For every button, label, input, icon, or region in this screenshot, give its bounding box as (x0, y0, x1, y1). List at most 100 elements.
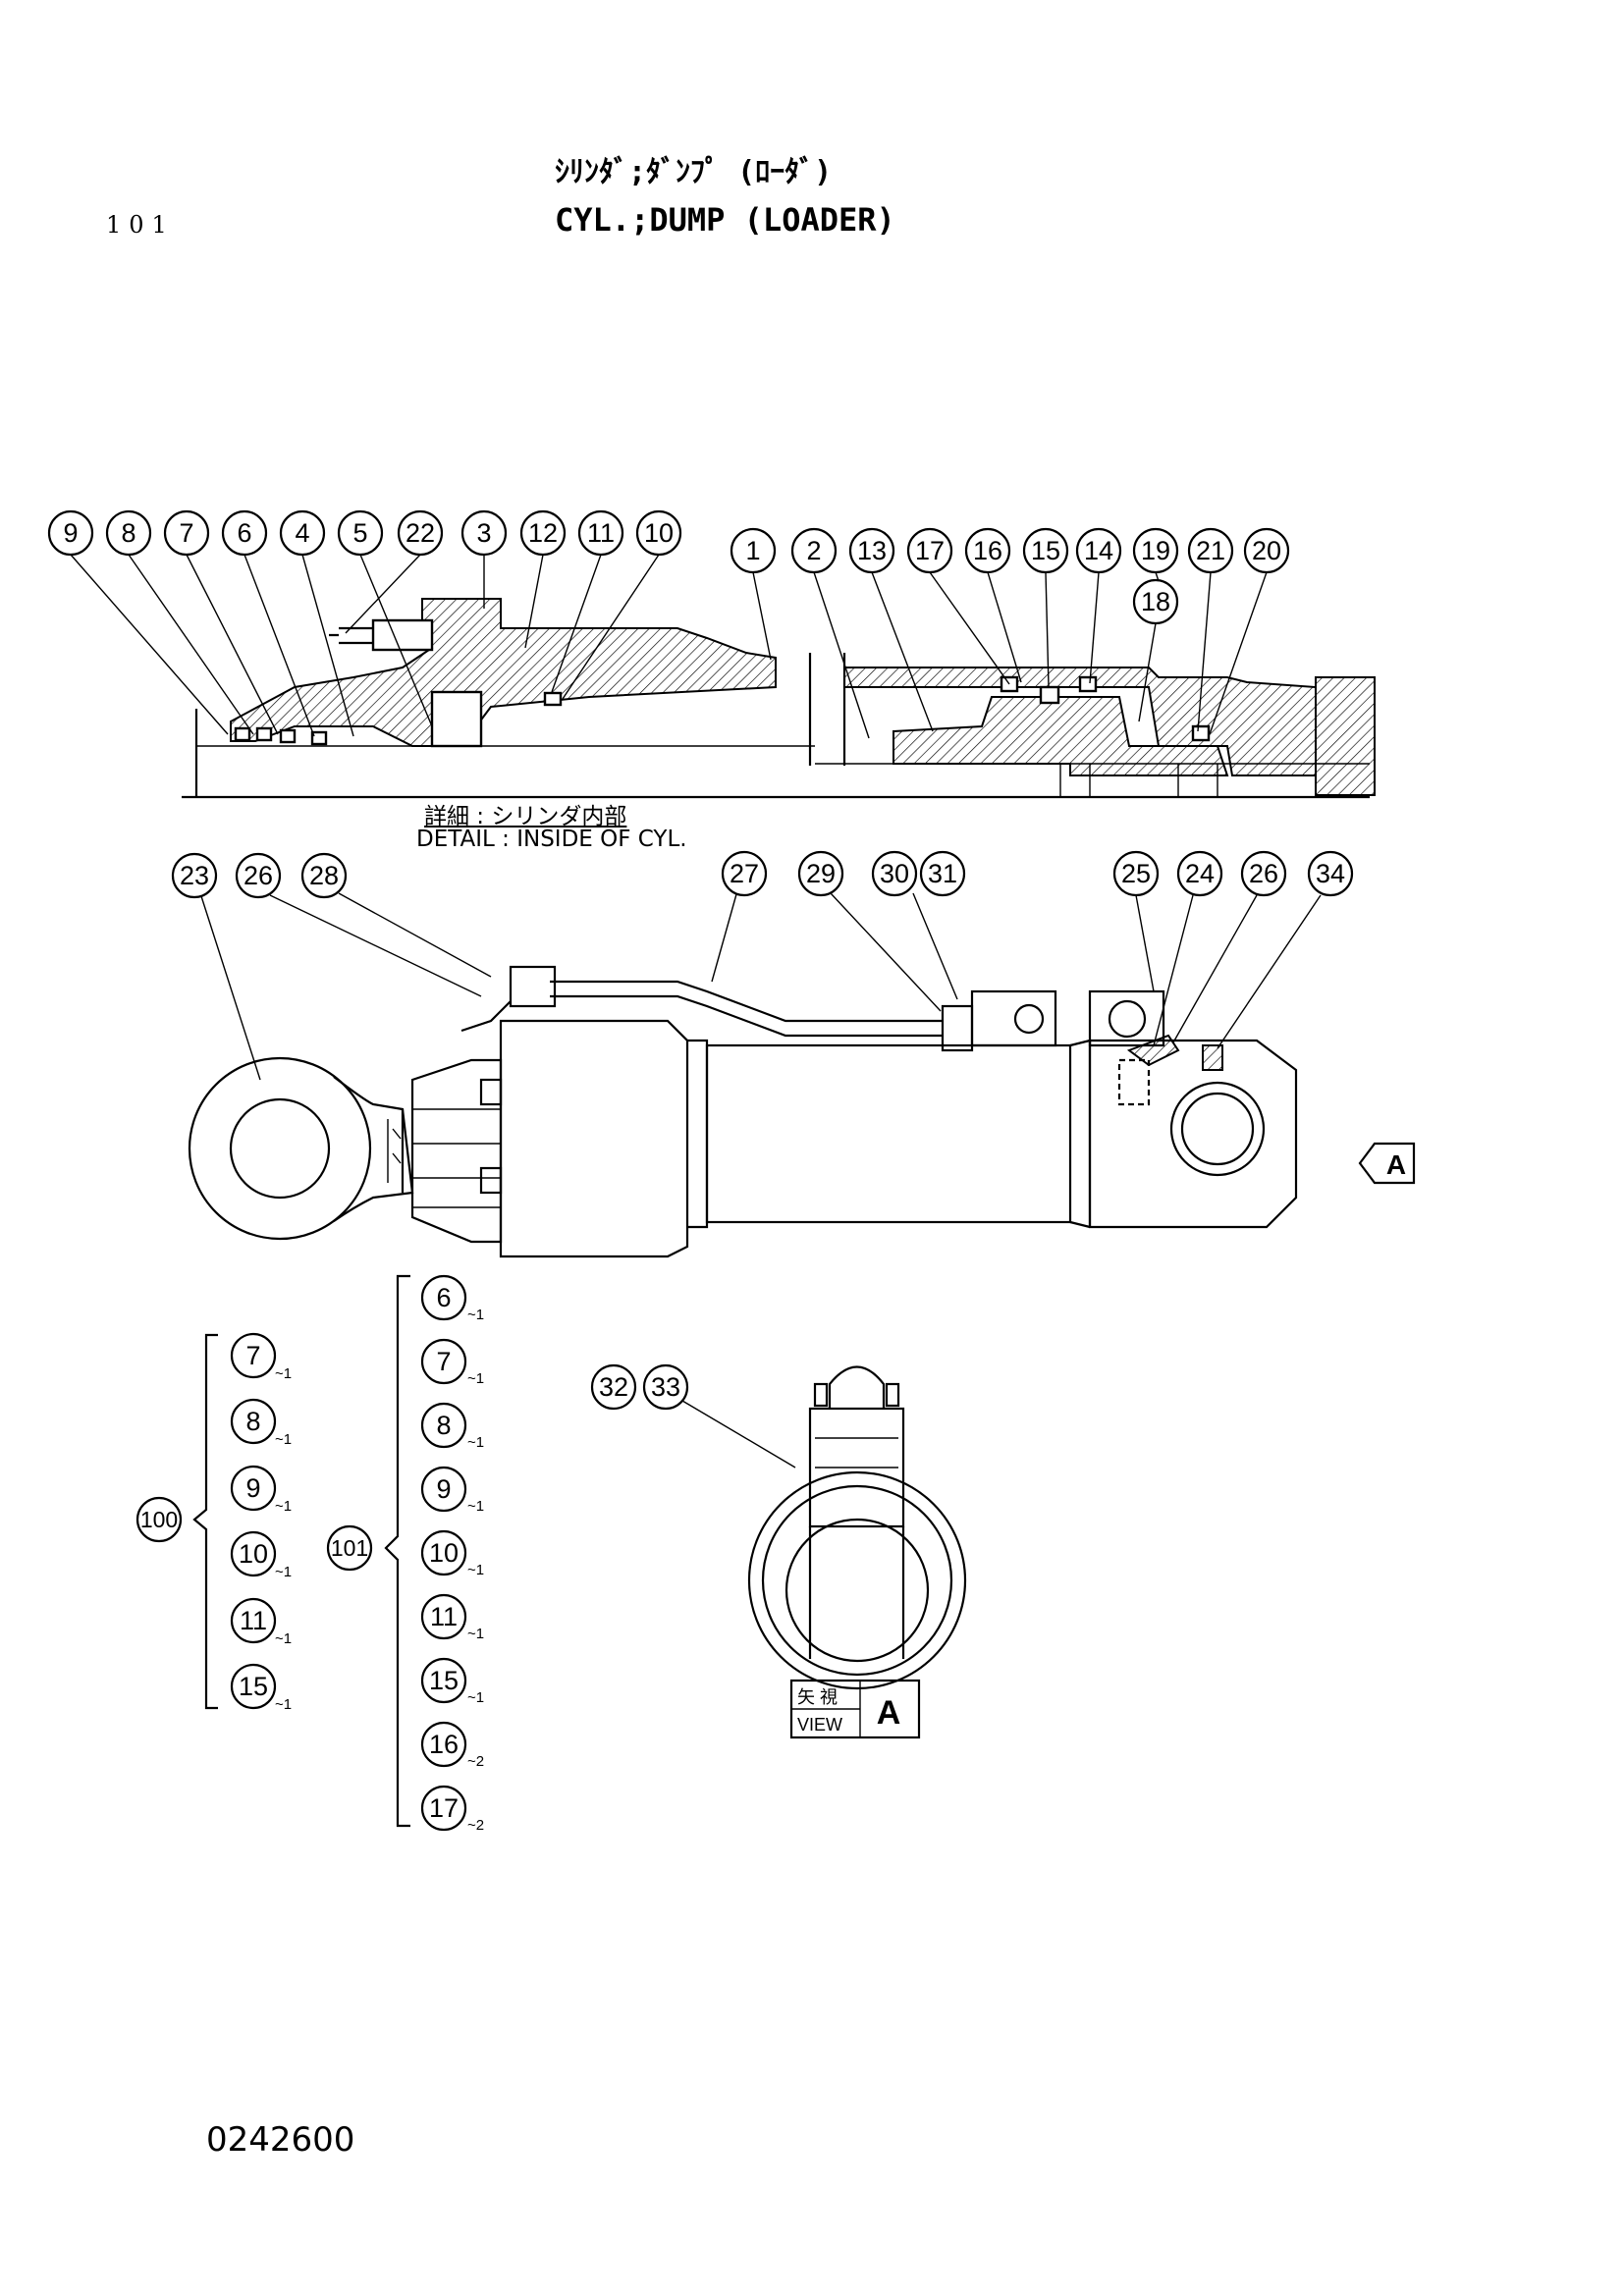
title-english: CYL.;DUMP (LOADER) (555, 201, 895, 239)
view-a-drawing (747, 1365, 967, 1690)
svg-text:26: 26 (243, 861, 273, 890)
svg-text:12: 12 (528, 518, 558, 548)
kit-101-item-10: 10 (420, 1529, 467, 1576)
kit-101-item-7: 7 (420, 1338, 467, 1385)
svg-text:13: 13 (857, 536, 887, 565)
svg-text:16: 16 (973, 536, 1002, 565)
svg-text:21: 21 (1196, 536, 1225, 565)
callout-19: 19 (1132, 527, 1179, 574)
kit-101-label: 101 (326, 1524, 373, 1572)
callout-20: 20 (1243, 527, 1290, 574)
svg-text:17: 17 (915, 536, 945, 565)
svg-text:27: 27 (730, 859, 759, 888)
detail-leader-lines (70, 554, 1268, 739)
kit-100-item-9: 9 (230, 1465, 277, 1512)
callout-32: 32 (590, 1363, 637, 1411)
callout-18: 18 (1132, 578, 1179, 625)
callout-26-left: 26 (235, 852, 282, 899)
callout-11: 11 (577, 509, 624, 557)
callout-31: 31 (919, 850, 966, 897)
svg-text:8: 8 (245, 1407, 260, 1436)
callout-13: 13 (848, 527, 895, 574)
svg-text:28: 28 (309, 861, 339, 890)
svg-text:9: 9 (436, 1474, 451, 1504)
svg-text:33: 33 (651, 1372, 680, 1402)
kit-101-qty-17: ~2 (467, 1817, 484, 1834)
callout-22: 22 (397, 509, 444, 557)
kit-101-item-11: 11 (420, 1593, 467, 1640)
kit-101-qty-10: ~1 (467, 1562, 484, 1578)
view-a-arrow: A (1358, 1142, 1416, 1185)
kit-100-label: 100 (135, 1496, 183, 1543)
callout-10: 10 (635, 509, 682, 557)
svg-text:11: 11 (240, 1606, 267, 1635)
arrow-letter: A (1386, 1149, 1406, 1180)
svg-text:1: 1 (745, 536, 760, 565)
callout-6: 6 (221, 509, 268, 557)
callout-34: 34 (1307, 850, 1354, 897)
callout-4: 4 (279, 509, 326, 557)
detail-label-english: DETAIL : INSIDE OF CYL. (416, 827, 687, 852)
svg-text:19: 19 (1141, 536, 1170, 565)
callout-27: 27 (721, 850, 768, 897)
kit-100-qty-10: ~1 (275, 1564, 292, 1580)
kit-101-item-8: 8 (420, 1402, 467, 1449)
svg-text:31: 31 (928, 859, 957, 888)
view-label-japanese: 矢 視 (797, 1687, 838, 1707)
svg-text:22: 22 (406, 518, 435, 548)
svg-text:6: 6 (436, 1283, 451, 1312)
svg-text:7: 7 (245, 1341, 260, 1370)
title-japanese: ｼﾘﾝﾀﾞ;ﾀﾞﾝﾌﾟ (ﾛｰﾀﾞ) (555, 155, 833, 189)
svg-text:30: 30 (880, 859, 909, 888)
callout-23: 23 (171, 852, 218, 899)
svg-text:23: 23 (180, 861, 209, 890)
svg-text:18: 18 (1141, 587, 1170, 616)
svg-text:16: 16 (429, 1730, 459, 1759)
callout-25: 25 (1112, 850, 1160, 897)
kit-101: 101 6 ~1 7 ~1 8 ~1 9 ~1 10 ~1 11 ~1 15 ~… (326, 1274, 484, 1834)
callout-26-right: 26 (1240, 850, 1287, 897)
svg-text:7: 7 (436, 1347, 451, 1376)
callout-8: 8 (105, 509, 152, 557)
callout-15: 15 (1022, 527, 1069, 574)
callout-28: 28 (300, 852, 348, 899)
svg-text:15: 15 (239, 1672, 268, 1701)
svg-text:9: 9 (63, 518, 78, 548)
callout-21: 21 (1187, 527, 1234, 574)
view-label-english: VIEW (797, 1715, 842, 1735)
callout-24: 24 (1176, 850, 1223, 897)
callout-29: 29 (797, 850, 844, 897)
svg-text:8: 8 (121, 518, 135, 548)
svg-text:25: 25 (1121, 859, 1151, 888)
callout-17: 17 (906, 527, 953, 574)
svg-text:4: 4 (295, 518, 309, 548)
kit-100: 100 7 ~1 8 ~1 9 ~1 10 ~1 11 ~1 15 ~1 (135, 1332, 292, 1713)
page-number: 101 (106, 211, 175, 239)
svg-text:34: 34 (1316, 859, 1345, 888)
svg-text:5: 5 (352, 518, 367, 548)
kit-100-qty-15: ~1 (275, 1696, 292, 1713)
svg-text:8: 8 (436, 1411, 451, 1440)
callout-14: 14 (1075, 527, 1122, 574)
svg-text:3: 3 (476, 518, 491, 548)
kit-101-item-9: 9 (420, 1466, 467, 1513)
kit-101-qty-8: ~1 (467, 1434, 484, 1451)
kit-101-qty-9: ~1 (467, 1498, 484, 1515)
kit-101-item-6: 6 (420, 1274, 467, 1321)
svg-text:17: 17 (429, 1793, 459, 1823)
view-label-letter: A (877, 1694, 901, 1732)
detail-section-drawing (182, 598, 1376, 799)
cylinder-assembly-drawing (188, 965, 1298, 1258)
svg-text:32: 32 (599, 1372, 628, 1402)
svg-text:10: 10 (429, 1538, 459, 1568)
kit-101-qty-16: ~2 (467, 1753, 484, 1770)
kit-100-item-15: 15 (230, 1663, 277, 1710)
kit-101-qty-15: ~1 (467, 1689, 484, 1706)
kit-100-item-7: 7 (230, 1332, 277, 1379)
kit-101-qty-7: ~1 (467, 1370, 484, 1387)
svg-text:10: 10 (239, 1539, 268, 1569)
svg-text:29: 29 (806, 859, 836, 888)
callout-7: 7 (163, 509, 210, 557)
kit-101-item-15: 15 (420, 1657, 467, 1704)
